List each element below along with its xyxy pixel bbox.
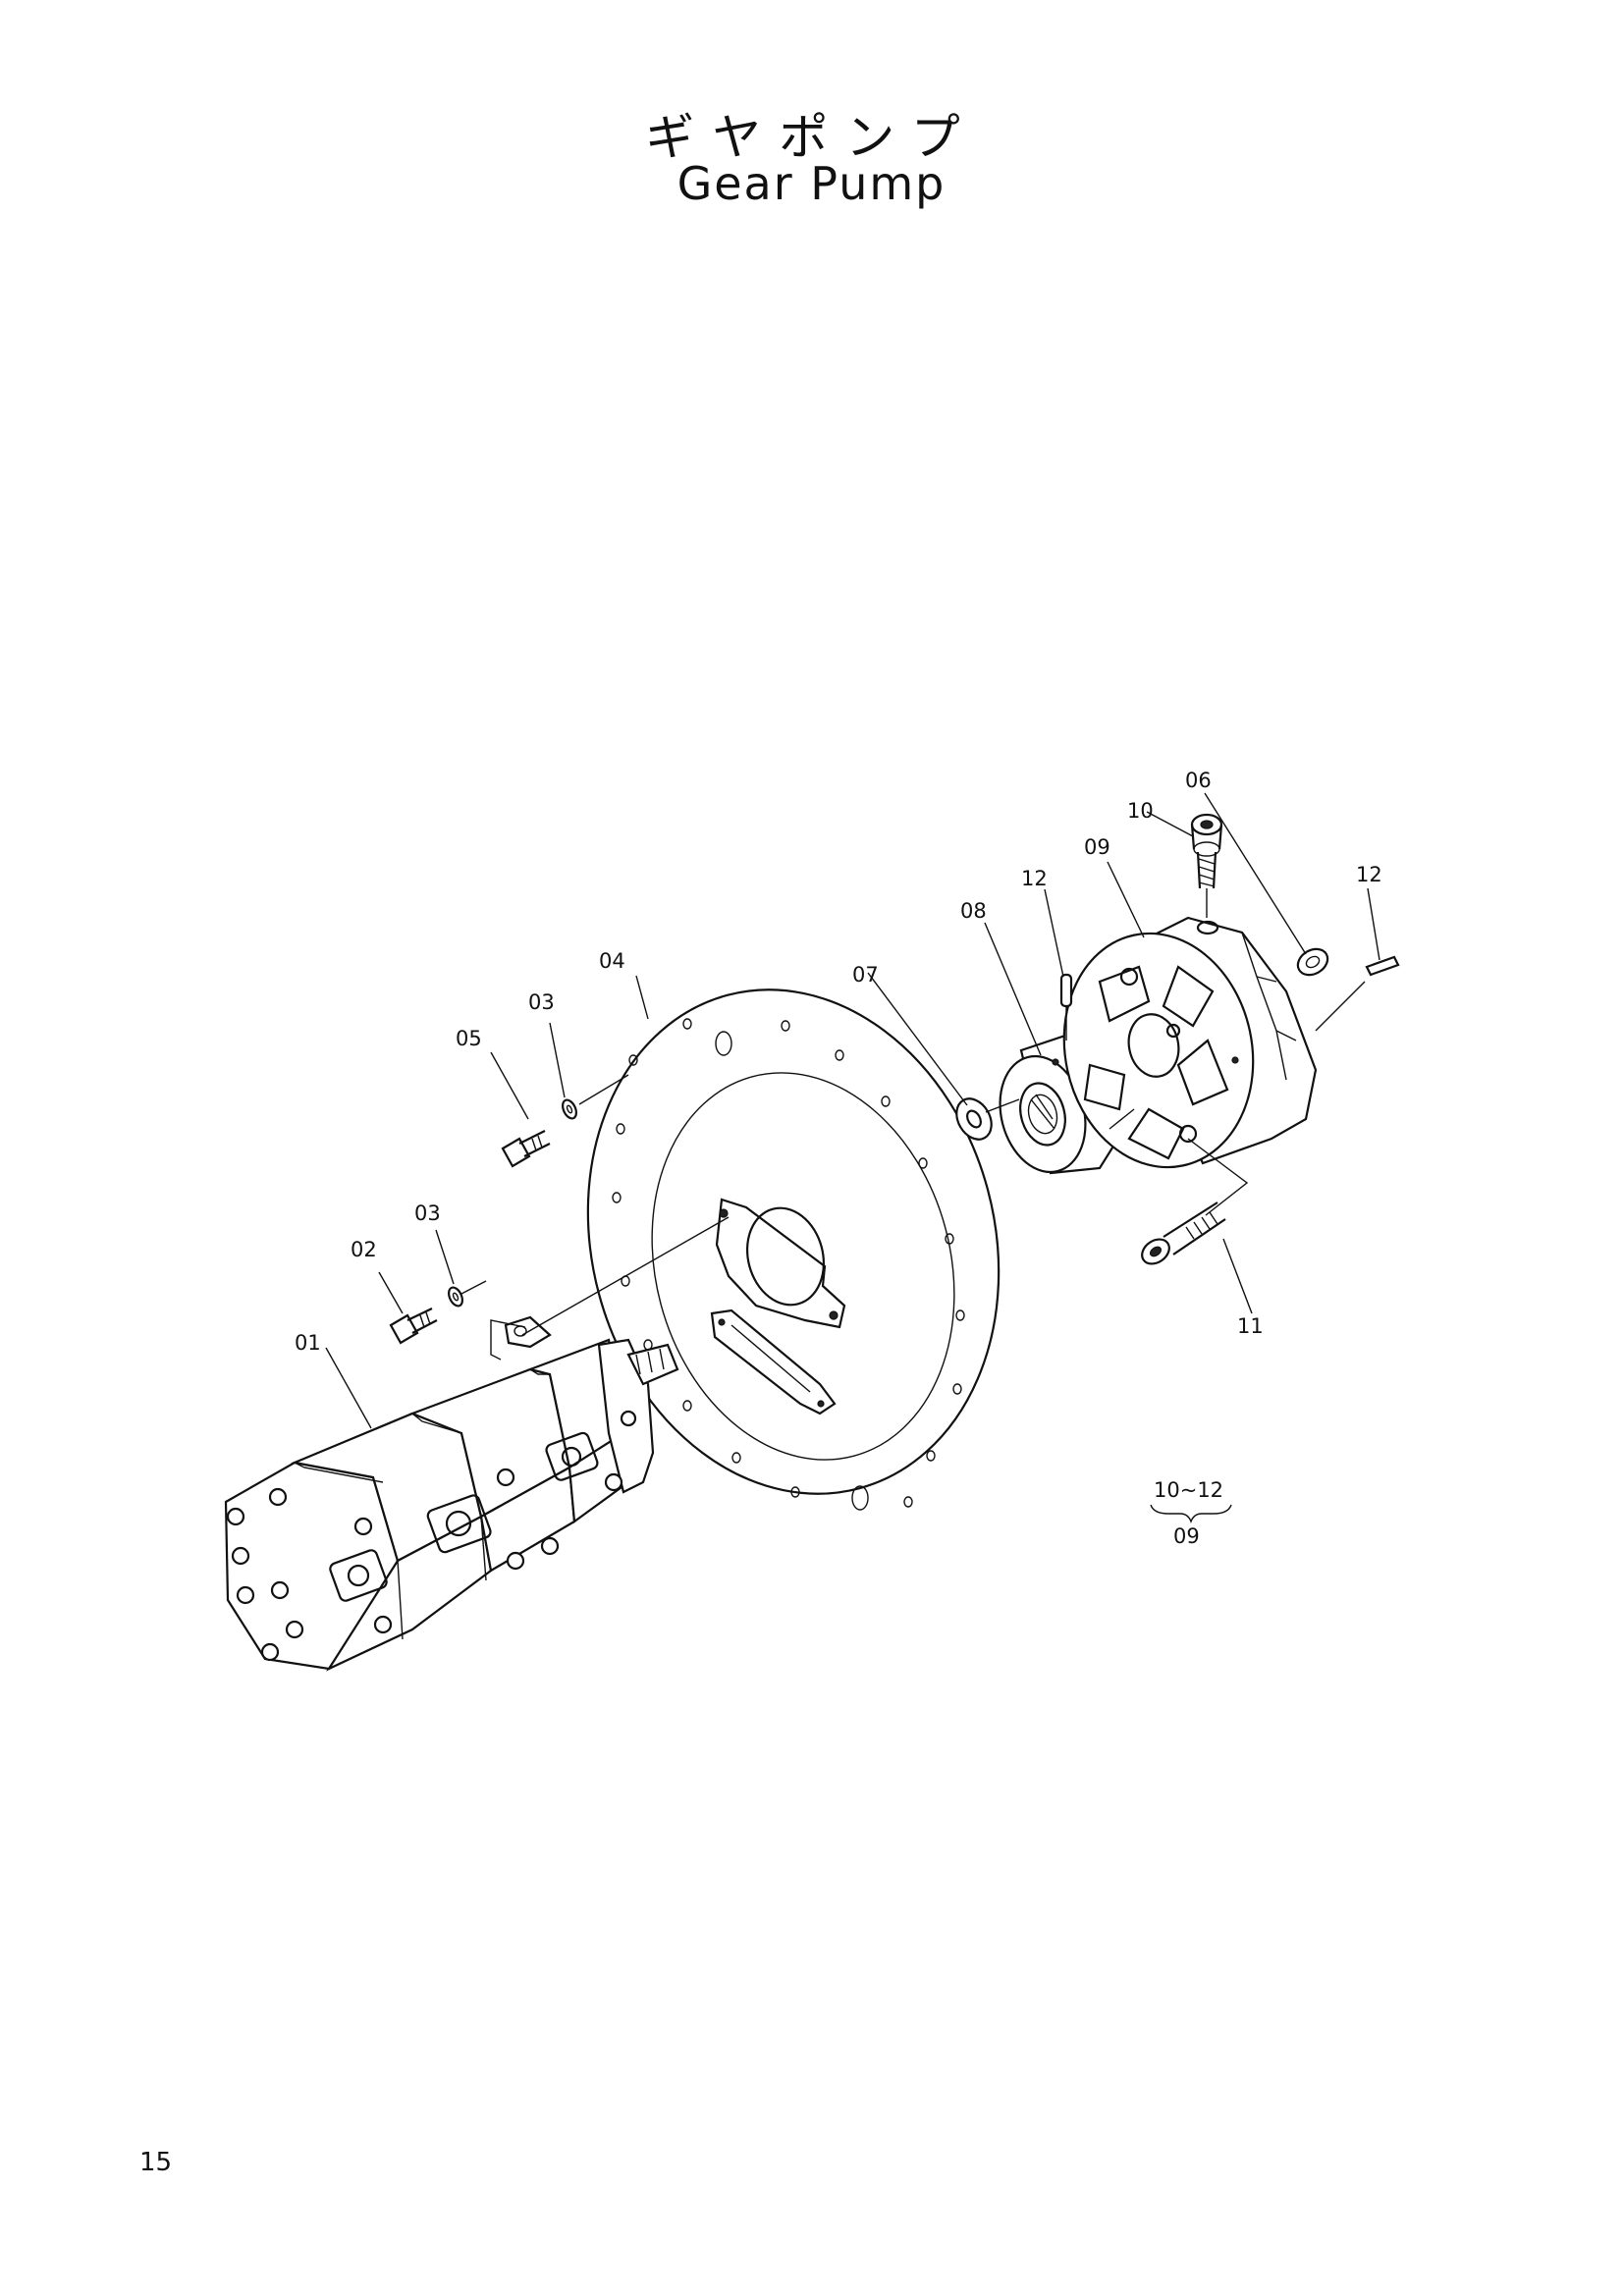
kit-note-range: 10~12 (1154, 1478, 1223, 1502)
callout-02: 02 (351, 1238, 377, 1261)
page-number: 15 (139, 2148, 173, 2177)
callout-leader-lines (325, 792, 1380, 1429)
gear-pump-body-part (224, 1315, 679, 1672)
callout-08: 08 (960, 899, 987, 923)
page-title-japanese: ギヤポンプ (645, 109, 978, 166)
bolt-05-part (501, 1130, 551, 1168)
pin-12-right-part (1365, 955, 1400, 977)
washer-06-part (1296, 947, 1329, 977)
kit-note-parent: 09 (1173, 1524, 1200, 1548)
flex-plate-part (586, 988, 1001, 1511)
kit-note-brace (1150, 1504, 1232, 1523)
callout-05: 05 (456, 1027, 482, 1050)
callout-01: 01 (295, 1331, 321, 1355)
callout-12-upper: 12 (1021, 867, 1048, 890)
kit-note: 10~12 09 (1150, 1478, 1232, 1548)
washer-03-upper-part (562, 1098, 577, 1120)
spacer-07-part (955, 1097, 993, 1141)
socket-bolt-10-part (1190, 813, 1223, 889)
assembly-centerlines (460, 888, 1366, 1361)
bolt-02-part (389, 1308, 438, 1345)
coupling-09-part (1062, 916, 1318, 1169)
callout-10: 10 (1127, 799, 1154, 823)
page-title-english: Gear Pump (676, 157, 947, 210)
callout-03-lower: 03 (414, 1201, 441, 1225)
pin-12-upper-part (1059, 973, 1073, 1008)
socket-bolt-11-part (1141, 1201, 1226, 1265)
callout-04: 04 (599, 949, 625, 973)
callout-09: 09 (1084, 835, 1110, 859)
washer-03-lower-part (448, 1286, 463, 1308)
callout-12-right: 12 (1356, 863, 1382, 886)
callout-06: 06 (1185, 769, 1212, 792)
callout-03-upper: 03 (528, 990, 555, 1014)
callout-07: 07 (852, 963, 879, 987)
callout-11: 11 (1237, 1314, 1264, 1338)
